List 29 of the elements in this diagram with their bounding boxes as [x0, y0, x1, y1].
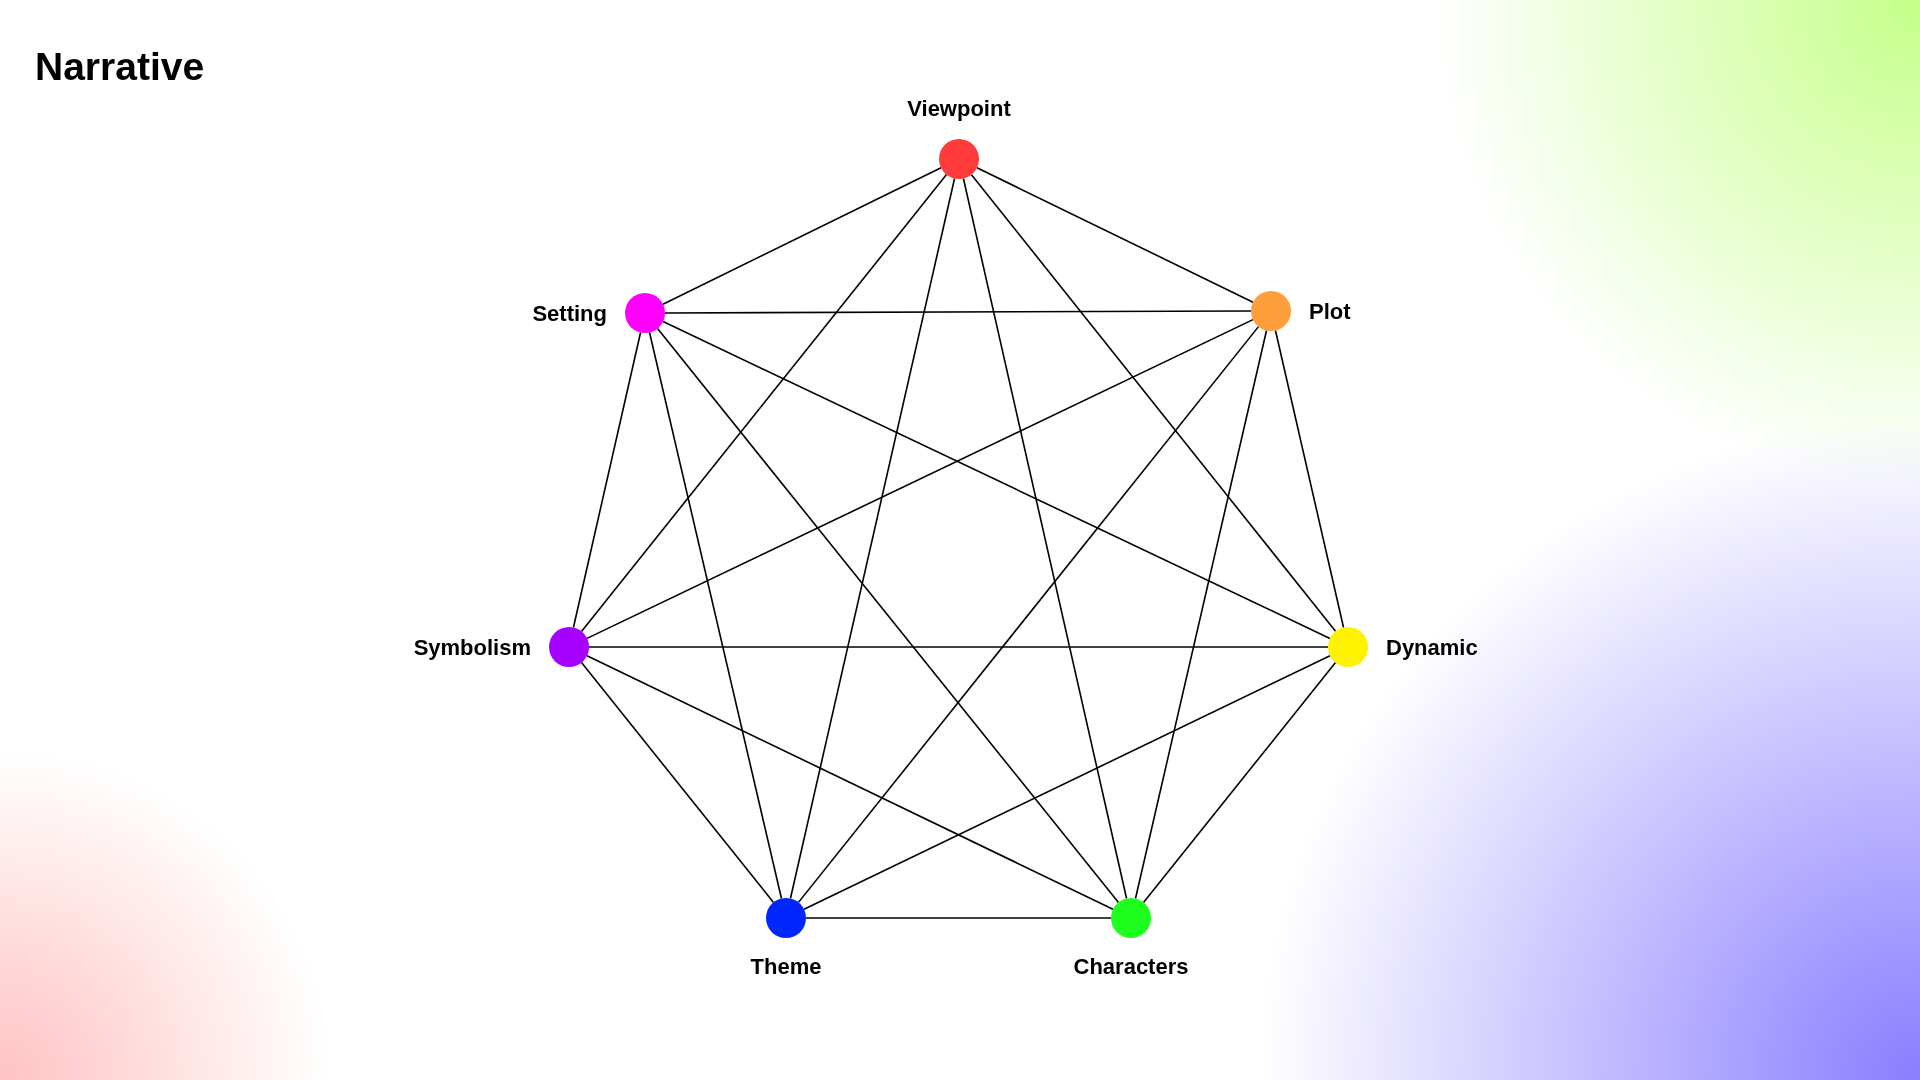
node-label: Setting [532, 299, 607, 328]
connector-line [572, 331, 642, 629]
connector-line [580, 173, 948, 633]
connector-line [586, 654, 1114, 911]
title: Narrative [35, 44, 205, 90]
connector-line [662, 320, 1331, 640]
connector-line [962, 177, 1128, 900]
connector-line [976, 166, 1254, 304]
connector-line [805, 917, 1112, 919]
connector-line [664, 310, 1252, 314]
node-label: Viewpoint [907, 95, 1011, 123]
connector-line [1142, 661, 1337, 904]
connector-line [1134, 329, 1268, 900]
connector-line [588, 646, 1329, 648]
node-label: Symbolism [413, 633, 531, 662]
node-label: Dynamic [1386, 633, 1478, 662]
node-label: Theme [750, 953, 822, 981]
connector-line [662, 167, 942, 305]
connector-line [797, 325, 1260, 904]
node-label: Characters [1073, 953, 1189, 981]
connector-line [586, 318, 1254, 640]
connector-line [803, 654, 1331, 911]
connector-line [970, 173, 1337, 633]
connector-line [580, 661, 775, 904]
connector-line [789, 177, 956, 900]
connector-line [648, 331, 783, 900]
connector-line [656, 327, 1120, 904]
connector-line [1274, 329, 1345, 629]
node-label: Plot [1309, 297, 1351, 326]
